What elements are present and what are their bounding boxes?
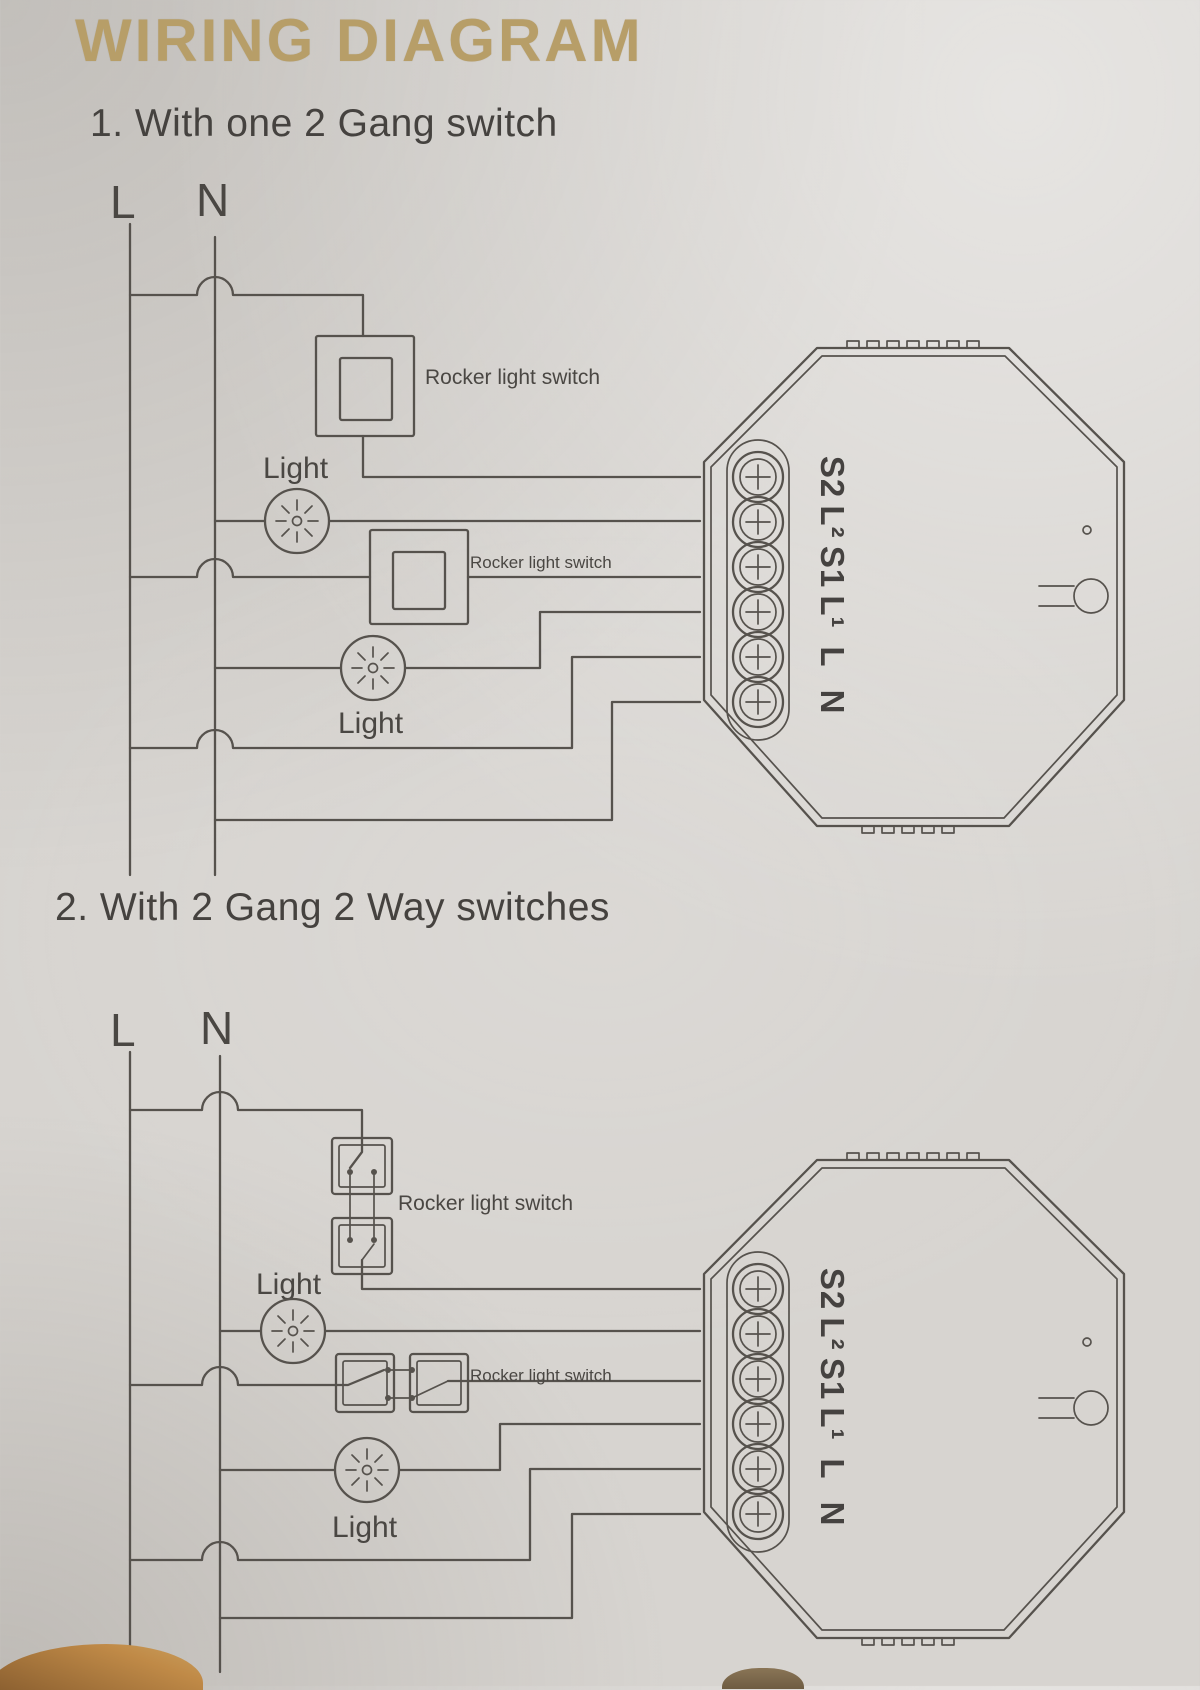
- status-led: [1082, 1337, 1092, 1347]
- switch-toggle: [411, 1380, 449, 1399]
- light-1-icon: [263, 487, 331, 555]
- traveler-wires: [390, 1369, 410, 1399]
- screw-terminal-s2: [731, 450, 785, 504]
- module-bottom-vents: [861, 825, 955, 834]
- screw-terminal-s2: [731, 1262, 785, 1316]
- section-1-heading: 1. With one 2 Gang switch: [90, 102, 558, 145]
- screw-terminal-l: [731, 630, 785, 684]
- terminal-label-l2: L²: [814, 1317, 851, 1350]
- screw-terminal-l1: [731, 585, 785, 639]
- live-bus-label: L: [110, 1004, 136, 1056]
- reset-button-icon: [1038, 578, 1109, 614]
- rocker-switch-2-label: Rocker light switch: [470, 553, 612, 572]
- terminal-label-n: N: [814, 690, 851, 715]
- screw-terminal-n: [731, 675, 785, 729]
- screw-terminal-l2: [731, 1307, 785, 1361]
- terminal-label-l: L: [814, 1458, 851, 1479]
- wire-2way-switch1-to-terminal-s2: [360, 1258, 702, 1291]
- neutral-bus-label: N: [200, 1002, 233, 1054]
- screw-terminal-n: [731, 1487, 785, 1541]
- screw-terminal-s1: [731, 540, 785, 594]
- terminal-label-s2: S2: [814, 1268, 851, 1310]
- rocker-switch-1-label: Rocker light switch: [425, 366, 600, 389]
- two-way-switch-pair-1: [330, 1136, 394, 1276]
- terminal-label-s2: S2: [814, 456, 851, 498]
- smart-switch-module-2: S2 L² S1 L¹ L N: [702, 1152, 1126, 1646]
- wire-switch1-to-terminal-s2: [361, 434, 702, 479]
- module-inner-outline: [710, 355, 1118, 819]
- light-2-icon: [339, 634, 407, 702]
- reset-button-icon: [1038, 1390, 1109, 1426]
- two-way-switch-pair-2: [334, 1352, 470, 1414]
- screw-terminal-l2: [731, 495, 785, 549]
- live-bus-label: L: [110, 176, 136, 228]
- wire-live-to-switch1: [128, 275, 365, 338]
- rocker-switch-1-button: [338, 356, 394, 422]
- module-top-vents: [846, 340, 980, 349]
- terminal-label-n: N: [814, 1502, 851, 1527]
- smart-switch-module-1: S2 L² S1 L¹ L N: [702, 340, 1126, 834]
- terminal-label-l1: L¹: [814, 1407, 851, 1440]
- wire-light2-to-terminal-l1: [398, 1422, 702, 1472]
- screw-terminal-l1: [731, 1397, 785, 1451]
- terminal-block-well: [726, 439, 790, 741]
- screw-terminal-l: [731, 1442, 785, 1496]
- wire-live-to-2way-switch1: [128, 1090, 364, 1170]
- diagram-1: L N Rocker light switch Light Rocker lig…: [110, 174, 1126, 877]
- status-led: [1082, 525, 1092, 535]
- module-bottom-vents: [861, 1637, 955, 1646]
- traveler-wires: [349, 1174, 375, 1238]
- diagram-2: L N Rocker light switch Light: [110, 1002, 1126, 1674]
- terminal-label-l: L: [814, 646, 851, 667]
- wire-light2-to-terminal-l1: [404, 610, 702, 670]
- screw-terminal-s1: [731, 1352, 785, 1406]
- wire-live-to-2way-switch2: [128, 1365, 386, 1387]
- wire-neutral-to-terminal-n: [218, 1512, 702, 1620]
- light-2-label: Light: [338, 707, 404, 740]
- terminal-label-s1: S1: [814, 546, 851, 588]
- module-inner-outline: [710, 1167, 1118, 1631]
- table-surface-edge: [722, 1668, 804, 1689]
- light-1-icon: [259, 1297, 327, 1365]
- rocker-switch-2-button: [391, 550, 447, 611]
- terminal-label-l1: L¹: [814, 595, 851, 628]
- page-title: WIRING DIAGRAM: [75, 7, 644, 74]
- rocker-switch-1-label: Rocker light switch: [398, 1192, 573, 1215]
- light-2-icon: [333, 1436, 401, 1504]
- wire-neutral-to-terminal-n: [213, 700, 702, 822]
- section-2-heading: 2. With 2 Gang 2 Way switches: [55, 886, 610, 929]
- light-1-label: Light: [263, 452, 329, 485]
- module-outer-outline: [702, 346, 1126, 828]
- terminal-label-l2: L²: [814, 505, 851, 538]
- terminal-label-s1: S1: [814, 1358, 851, 1400]
- neutral-bus-label: N: [196, 174, 229, 226]
- rocker-switch-2-label: Rocker light switch: [470, 1366, 612, 1385]
- switch-toggle: [361, 1243, 375, 1261]
- module-outer-outline: [702, 1158, 1126, 1640]
- wire-live-to-terminal-l: [128, 1467, 702, 1562]
- wire-live-to-terminal-l: [128, 655, 702, 750]
- module-top-vents: [846, 1152, 980, 1161]
- wire-live-to-switch2: [128, 557, 372, 579]
- light-2-label: Light: [332, 1511, 398, 1544]
- terminal-block-well: [726, 1251, 790, 1553]
- light-1-label: Light: [256, 1268, 322, 1301]
- rocker-switch-1-outer: [314, 334, 416, 438]
